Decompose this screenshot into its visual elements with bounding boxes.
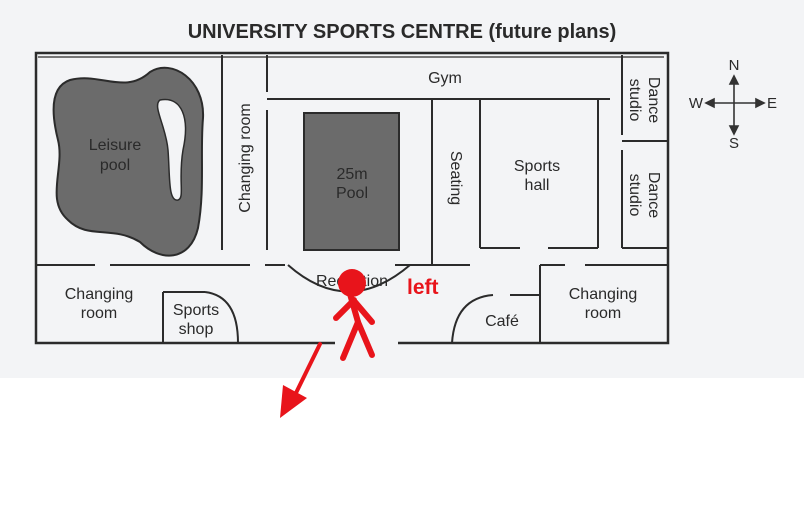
outer-walls [34,51,670,345]
sports-hall-label-1: Sports [514,158,560,175]
compass-north: N [729,57,740,74]
compass-south: S [729,135,739,152]
seating-label: Seating [447,151,464,205]
sports-shop-label-1: Sports [173,302,219,319]
leisure-pool-island [156,98,187,201]
changing-room-right-label-1: Changing [569,286,638,303]
changing-room-left-label-2: room [81,305,117,322]
compass-east: E [767,95,777,112]
dance-studio-bottom-label-2: studio [626,174,643,217]
pool-25m-label-2: Pool [336,185,368,202]
dance-studio-top-label-2: studio [626,79,643,122]
direction-annotation: left [407,276,439,299]
compass-rose: N S E W [689,57,777,152]
direction-arrow-icon [280,342,322,418]
map-title: UNIVERSITY SPORTS CENTRE (future plans) [188,21,617,43]
pool-25m-water [303,112,400,251]
leisure-pool-label-1: Leisure [89,137,142,154]
changing-room-vertical-label: Changing room [237,103,254,212]
sports-shop-label-2: shop [179,321,214,338]
sports-hall-label-2: hall [525,177,550,194]
changing-room-left-label-1: Changing [65,286,134,303]
dance-studio-top-label-1: Dance [645,77,662,123]
cafe-label: Café [485,313,519,330]
dance-studio-bottom-label-1: Dance [645,172,662,218]
room-labels: Leisure pool Changing room Gym 25m Pool … [65,70,662,338]
pool-25m-label-1: 25m [336,166,367,183]
person-figure-icon [333,269,375,361]
leisure-pool-label-2: pool [100,157,130,174]
compass-west: W [689,95,704,112]
gym-label: Gym [428,70,462,87]
compass-arrows-icon [704,74,766,136]
changing-room-right-label-2: room [585,305,621,322]
